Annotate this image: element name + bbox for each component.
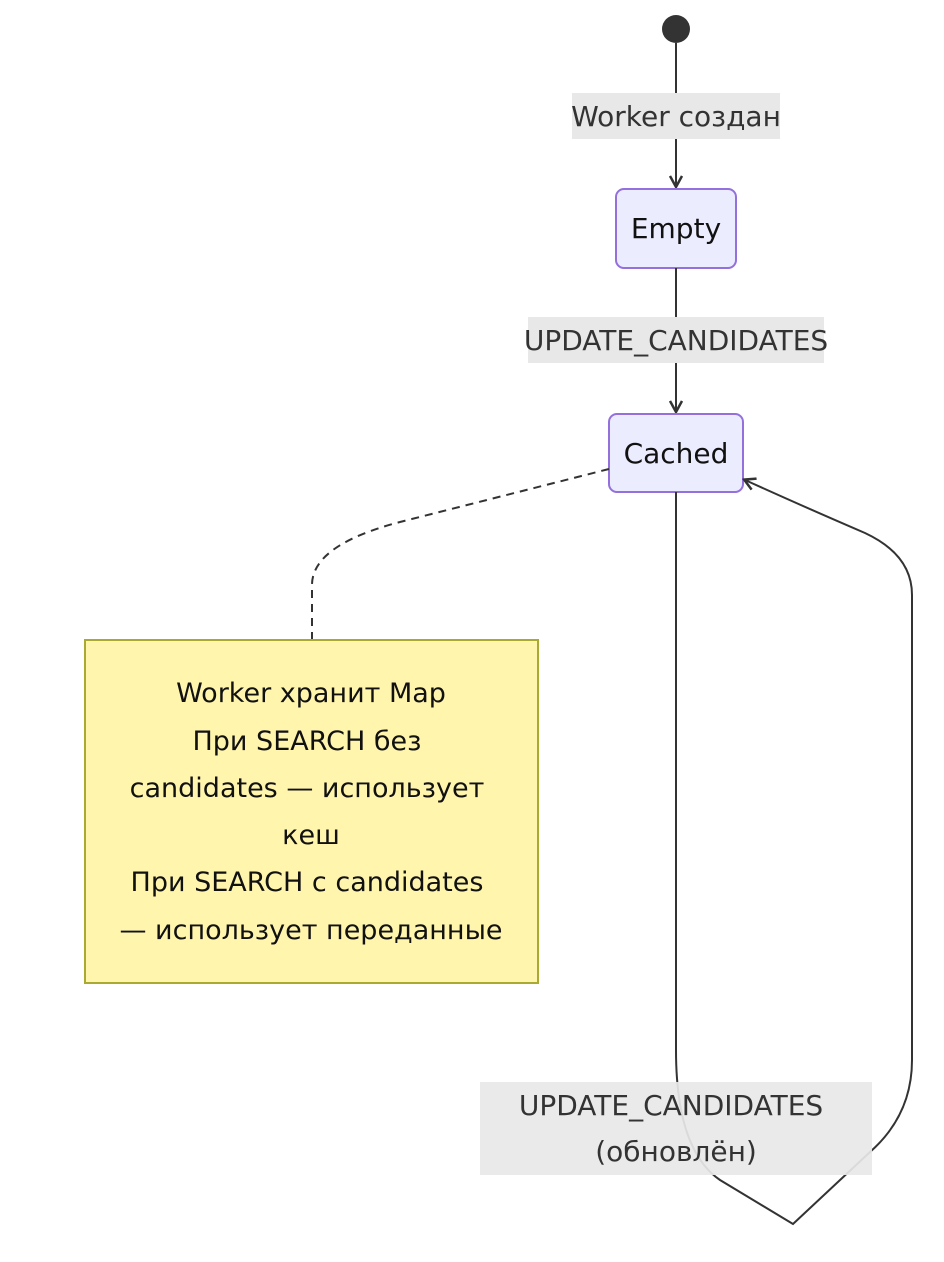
edge-label-update-candidates: UPDATE_CANDIDATES bbox=[524, 324, 828, 357]
note-line-1: Worker хранит Map bbox=[176, 678, 446, 709]
edge-label-self-line2: (обновлён) bbox=[595, 1135, 757, 1168]
note-line-5: При SEARCH с candidates bbox=[131, 867, 484, 898]
edge-label-self-line1: UPDATE_CANDIDATES bbox=[519, 1089, 823, 1122]
edge-label-bg-start bbox=[572, 93, 780, 139]
note-connector bbox=[311, 468, 610, 640]
state-cached-label: Cached bbox=[624, 437, 729, 470]
note-line-3: candidates — использует bbox=[130, 773, 485, 804]
edge-label-worker-created: Worker создан bbox=[571, 100, 781, 133]
start-node bbox=[662, 15, 690, 43]
note-line-4: кеш bbox=[282, 820, 340, 851]
note-box bbox=[84, 639, 539, 984]
state-empty-label: Empty bbox=[631, 212, 721, 245]
edge-label-bg-self bbox=[480, 1082, 872, 1175]
note-line-6: — использует переданные bbox=[119, 915, 502, 946]
edge-label-bg-update bbox=[528, 317, 824, 363]
note-line-2: При SEARCH без bbox=[192, 726, 421, 757]
